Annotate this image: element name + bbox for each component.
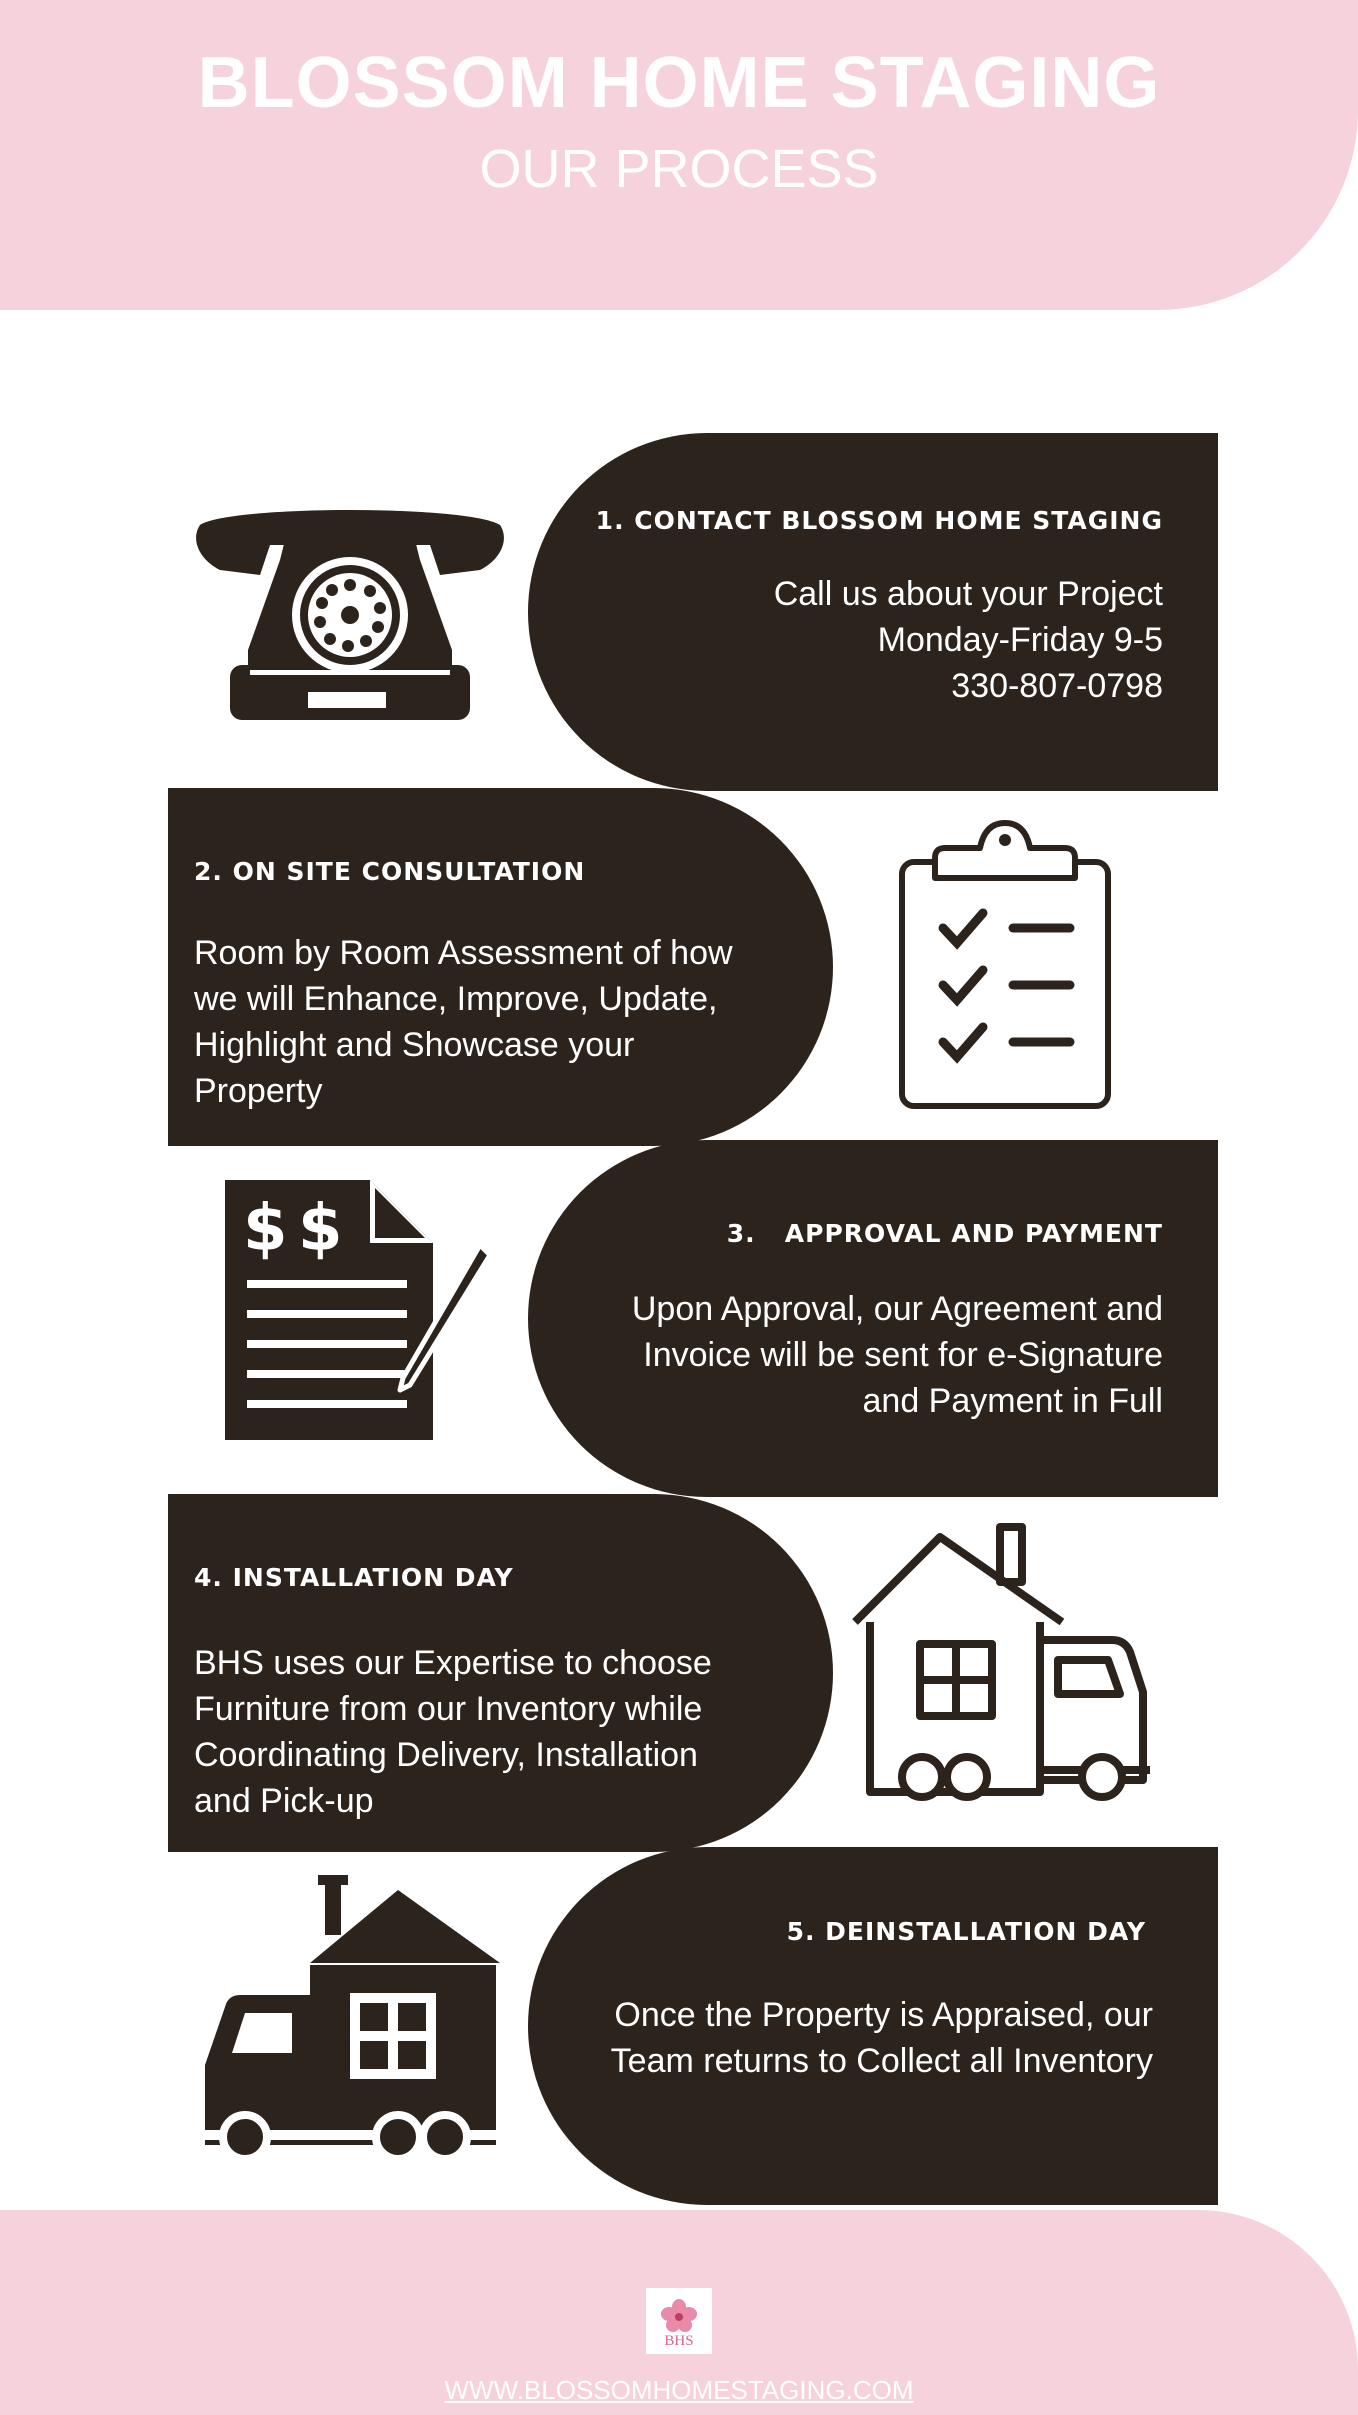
invoice-pen-icon: $ $ xyxy=(225,1180,493,1440)
clipboard-checklist-icon xyxy=(899,820,1111,1109)
step-5-deinstallation: 5. DEINSTALLATION DAY Once the Property … xyxy=(528,1847,1218,2205)
page-title: BLOSSOM HOME STAGING xyxy=(197,43,1161,123)
logo: BHS xyxy=(646,2288,712,2354)
moving-house-truck-icon xyxy=(200,1875,500,2163)
step-3-body: Upon Approval, our Agreement and Invoice… xyxy=(631,1290,1163,1420)
telephone-icon xyxy=(196,510,504,720)
blossom-flower-icon xyxy=(661,2299,697,2332)
logo-text: BHS xyxy=(664,2333,694,2349)
step-2-body: Room by Room Assessment of how we will E… xyxy=(194,934,733,1110)
step-3-approval: 3. APPROVAL AND PAYMENT Upon Approval, o… xyxy=(528,1140,1218,1497)
step-3-heading: 3. APPROVAL AND PAYMENT xyxy=(726,1219,1163,1248)
step-2-consultation: 2. ON SITE CONSULTATION Room by Room Ass… xyxy=(168,788,833,1146)
step-4-heading: 4. INSTALLATION DAY xyxy=(194,1563,514,1592)
website-link[interactable]: WWW.BLOSSOMHOMESTAGING.COM xyxy=(444,2375,914,2405)
step-2-heading: 2. ON SITE CONSULTATION xyxy=(194,857,586,886)
step-1-contact: 1. CONTACT BLOSSOM HOME STAGING Call us … xyxy=(528,433,1218,791)
step-5-heading: 5. DEINSTALLATION DAY xyxy=(786,1917,1146,1946)
step-4-installation: 4. INSTALLATION DAY BHS uses our Experti… xyxy=(168,1494,833,1852)
header-banner xyxy=(0,0,1358,310)
svg-text:$: $ xyxy=(298,1192,343,1266)
step-1-heading: 1. CONTACT BLOSSOM HOME STAGING xyxy=(595,506,1163,535)
step-5-body: Once the Property is Appraised, our Team… xyxy=(610,1996,1153,2080)
step-1-body: Call us about your Project Monday-Friday… xyxy=(773,575,1163,705)
step-4-body: BHS uses our Expertise to choose Furnitu… xyxy=(194,1644,712,1820)
moving-house-truck-icon xyxy=(852,1523,1150,1801)
page-subtitle: OUR PROCESS xyxy=(479,139,879,199)
svg-text:$: $ xyxy=(243,1192,288,1266)
